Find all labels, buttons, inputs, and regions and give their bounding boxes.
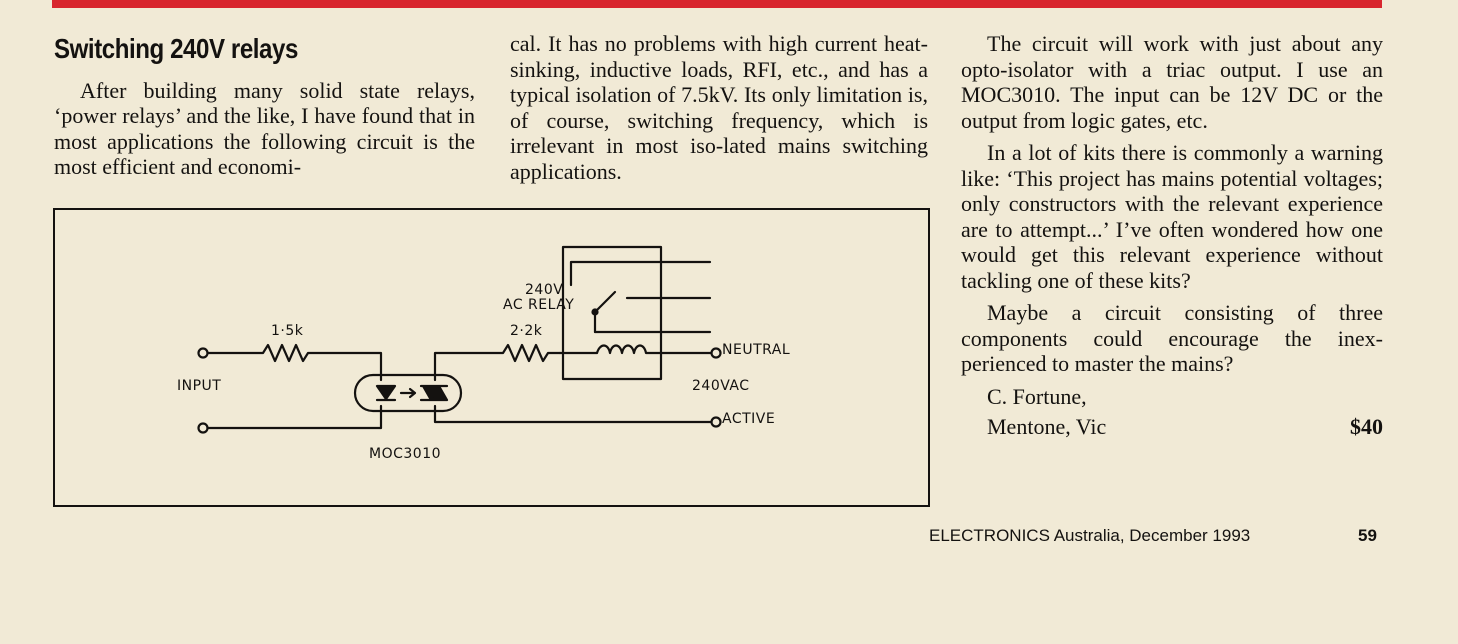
page-number: 59 bbox=[1358, 526, 1377, 545]
triac-icon bbox=[419, 384, 449, 402]
top-red-rule bbox=[52, 0, 1382, 8]
author-name: C. Fortune, bbox=[987, 383, 1087, 409]
triac-lead-bottom bbox=[433, 404, 714, 424]
relay-pivot bbox=[591, 308, 599, 316]
article-column-3: The circuit will work with just about an… bbox=[961, 31, 1383, 440]
payment-amount: $40 bbox=[1350, 414, 1383, 439]
opto-isolator-label: MOC3010 bbox=[369, 446, 442, 462]
input-return-wire bbox=[206, 404, 383, 430]
article-column-2: cal. It has no problems with high curren… bbox=[510, 31, 928, 184]
publication-footer: ELECTRONICS Australia, December 1993 bbox=[929, 526, 1251, 545]
input-terminal-bottom bbox=[197, 422, 209, 434]
active-terminal bbox=[710, 416, 722, 428]
neutral-label: NEUTRAL bbox=[722, 342, 791, 358]
author-location: Mentone, Vic bbox=[987, 414, 1107, 439]
article-column-1: Switching 240V relays After building man… bbox=[54, 33, 475, 180]
paragraph-1-continued: cal. It has no problems with high curren… bbox=[510, 31, 928, 184]
neutral-terminal bbox=[710, 347, 722, 359]
circuit-diagram: INPUT 1·5k 2·2k 240V AC RELAY NEUTRAL 24… bbox=[53, 208, 930, 507]
paragraph-2: The circuit will work with just about an… bbox=[961, 31, 1383, 133]
relay-label-voltage: 240V bbox=[525, 282, 564, 298]
triac-lead-top bbox=[433, 343, 562, 382]
relay-label-type: AC RELAY bbox=[503, 297, 575, 313]
led-diode-icon bbox=[375, 384, 397, 402]
paragraph-3: In a lot of kits there is commonly a war… bbox=[961, 140, 1383, 293]
active-label: ACTIVE bbox=[722, 411, 776, 427]
resistor-2-label: 2·2k bbox=[510, 323, 543, 339]
article-headline: Switching 240V relays bbox=[54, 33, 298, 64]
resistor-1-label: 1·5k bbox=[271, 323, 304, 339]
relay-enclosure bbox=[561, 245, 663, 381]
resistor-1-5k bbox=[206, 343, 383, 382]
input-terminal-top bbox=[197, 347, 209, 359]
relay-coil bbox=[558, 344, 714, 355]
circuit-schematic bbox=[197, 245, 722, 434]
paragraph-4: Maybe a circuit consisting of three comp… bbox=[961, 300, 1383, 376]
opto-coupling-arrows-icon bbox=[399, 387, 417, 399]
opto-isolator-package bbox=[353, 373, 463, 413]
paragraph-1: After building many solid state relays, … bbox=[54, 77, 475, 180]
signature-row: Mentone, Vic $40 bbox=[961, 414, 1383, 440]
input-label: INPUT bbox=[177, 378, 222, 394]
mains-voltage-label: 240VAC bbox=[692, 378, 750, 394]
relay-contact-nc bbox=[569, 260, 712, 287]
